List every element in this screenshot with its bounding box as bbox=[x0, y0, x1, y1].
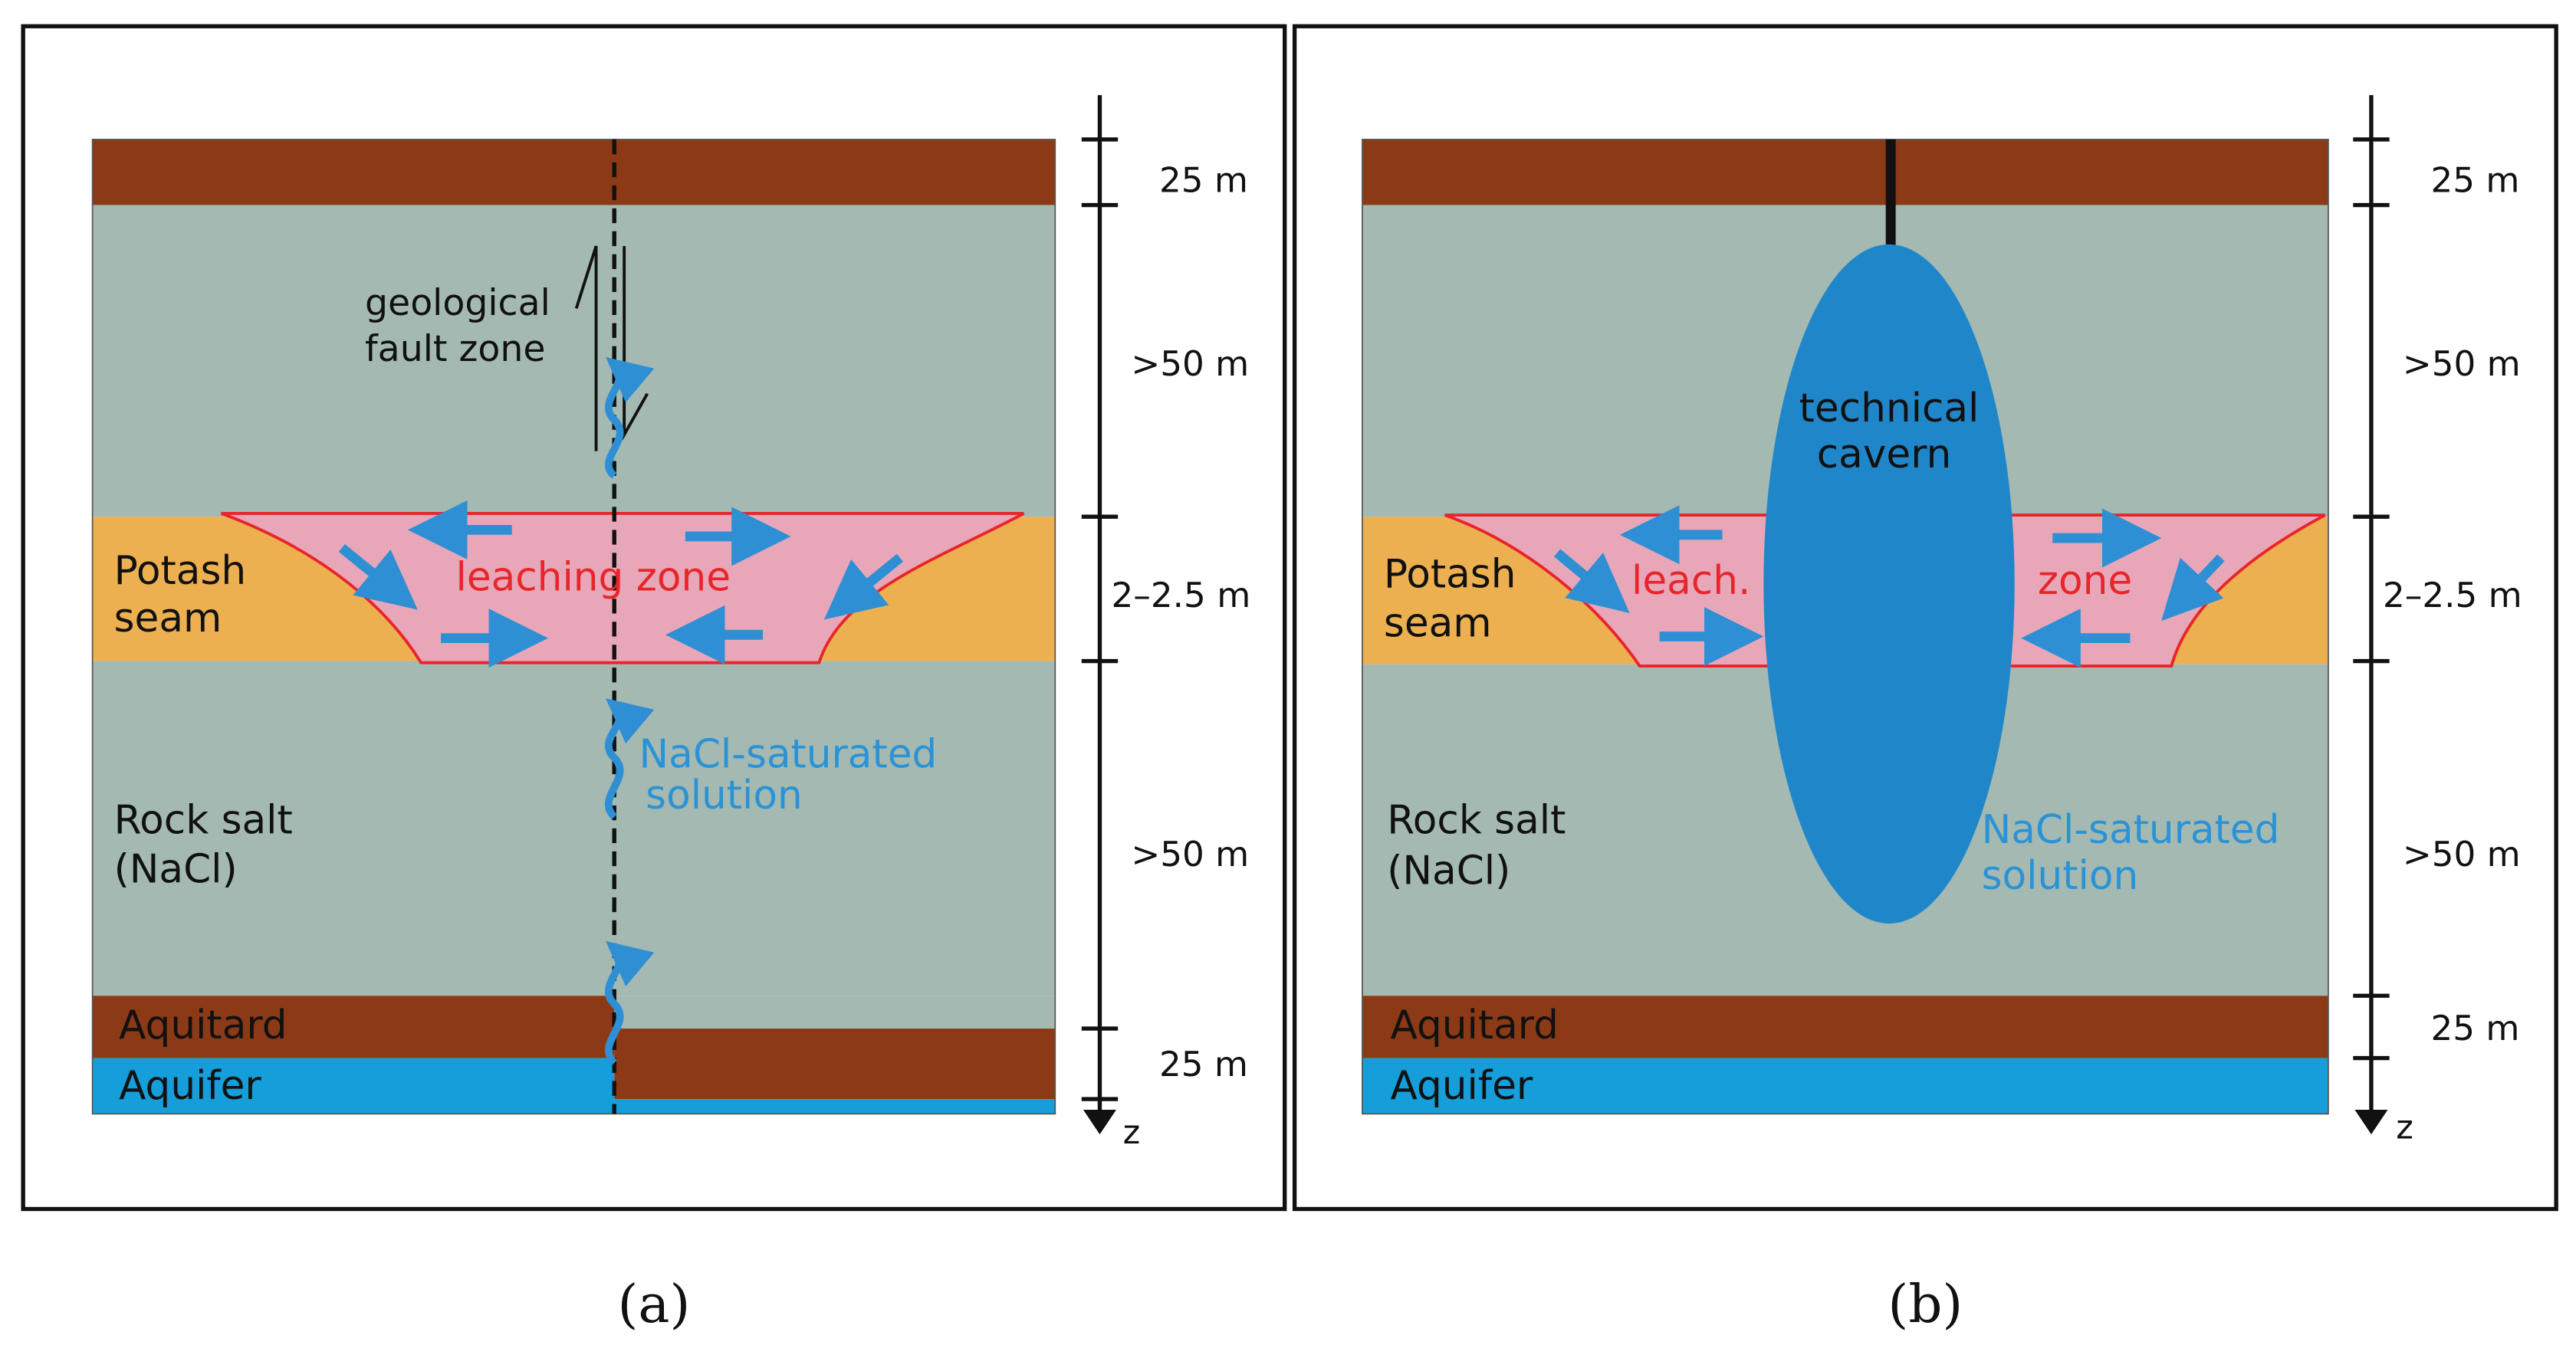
panel-b-aquifer-label: Aquifer bbox=[1391, 1063, 1533, 1109]
panel-b-rocksalt-label-1: Rock salt bbox=[1387, 797, 1566, 843]
panel-a-aquifer-left bbox=[92, 1058, 615, 1114]
panel-b-frame bbox=[1292, 24, 2558, 1212]
panel-a-potash-label-2: seam bbox=[114, 595, 222, 641]
panel-b-leach-label-left: leach. bbox=[1631, 558, 1750, 604]
panel-b-aquifer bbox=[1362, 1058, 2328, 1114]
panel-b-technical-cavern bbox=[1763, 244, 2015, 924]
panel-b-aquitard-label: Aquitard bbox=[1391, 1002, 1559, 1048]
panel-a-lower-rock-salt bbox=[92, 661, 1056, 996]
panel-a-fault-arrow-down bbox=[623, 246, 649, 441]
panel-b-scale-label-4: >50 m bbox=[2403, 834, 2521, 874]
panel-a-leach-arrow-4 bbox=[823, 553, 903, 620]
panel-b-cavern-label-1: technical bbox=[1799, 386, 1980, 431]
panel-a-scale-label-2: >50 m bbox=[1131, 343, 1249, 384]
panel-a-fault-label-1: geological bbox=[365, 282, 550, 324]
panel-a-scale-label-4: >50 m bbox=[1131, 834, 1249, 874]
panel-b-strata-border bbox=[1362, 139, 2329, 1115]
panel-a-aquitard-left bbox=[92, 996, 615, 1058]
panel-a-frame bbox=[21, 24, 1287, 1212]
panel-a-top-layer bbox=[92, 139, 1056, 205]
panel-a-nacl-label-2: solution bbox=[646, 773, 803, 819]
panel-a-flow-arrow-middle bbox=[605, 698, 655, 820]
panel-b-scale-label-3: 2–2.5 m bbox=[2383, 575, 2522, 615]
panel-b-top-layer bbox=[1362, 139, 2328, 205]
panel-a-aquifer-right bbox=[614, 1099, 1056, 1114]
panel-b-potash-label-2: seam bbox=[1384, 601, 1492, 647]
panel-a-nacl-label-1: NaCl-saturated bbox=[639, 732, 938, 778]
panel-a-upper-rock-salt bbox=[92, 205, 1056, 517]
panel-a-aquitard-label: Aquitard bbox=[119, 1002, 287, 1048]
panel-a-flow-arrow-upper bbox=[605, 356, 655, 479]
panel-a: geological fault zone leaching zone Pota… bbox=[21, 24, 1287, 1335]
panel-b-leach-label-right: zone bbox=[2038, 558, 2132, 604]
panel-b-leach-arrow-2 bbox=[1553, 549, 1630, 614]
panel-b-axis-label: z bbox=[2396, 1109, 2413, 1147]
panel-b-cavern-label-2: cavern bbox=[1817, 431, 1952, 477]
panel-a-rocksalt-right-gap bbox=[614, 996, 1056, 1029]
panel-b-nacl-label-2: solution bbox=[1982, 853, 2139, 899]
panel-a-aquitard-right bbox=[614, 1029, 1056, 1100]
panel-b-aquitard bbox=[1362, 996, 2328, 1058]
panel-a-flow-arrow-lower bbox=[605, 940, 655, 1066]
panel-a-fault-label-2: fault zone bbox=[365, 328, 546, 370]
panel-a-scale-label-3: 2–2.5 m bbox=[1112, 575, 1251, 615]
panel-b-leach-arrow-5 bbox=[2161, 554, 2225, 622]
panel-a-fault-arrow-up bbox=[574, 245, 598, 451]
panel-b-caption: (b) bbox=[1888, 1274, 1963, 1335]
panel-b-potash-label-1: Potash bbox=[1384, 551, 1516, 597]
panel-b-scale-label-5: 25 m bbox=[2430, 1008, 2519, 1048]
panel-b: technical cavern leach. zone Potash seam… bbox=[1292, 24, 2558, 1335]
panel-a-potash-label-1: Potash bbox=[114, 548, 247, 594]
panel-a-axis-label: z bbox=[1123, 1114, 1141, 1152]
panel-b-nacl-label-1: NaCl-saturated bbox=[1982, 807, 2280, 853]
panel-a-aquifer-label: Aquifer bbox=[119, 1063, 261, 1109]
panel-a-rocksalt-label-2: (NaCl) bbox=[114, 847, 238, 893]
panel-a-leaching-label: leaching zone bbox=[455, 555, 731, 601]
panel-b-scale-label-1: 25 m bbox=[2430, 160, 2519, 201]
panel-a-strata-border bbox=[91, 139, 1056, 1115]
panel-a-leach-arrow-3 bbox=[338, 543, 418, 610]
panel-a-scale-label-5: 25 m bbox=[1159, 1044, 1248, 1084]
panel-b-scale-label-2: >50 m bbox=[2403, 343, 2521, 384]
panel-b-rocksalt-label-2: (NaCl) bbox=[1387, 848, 1510, 894]
panel-a-caption: (a) bbox=[618, 1274, 691, 1335]
panel-a-scale-label-1: 25 m bbox=[1159, 160, 1248, 201]
panel-a-rocksalt-label-1: Rock salt bbox=[114, 797, 293, 843]
panel-b-well bbox=[1885, 139, 1896, 254]
